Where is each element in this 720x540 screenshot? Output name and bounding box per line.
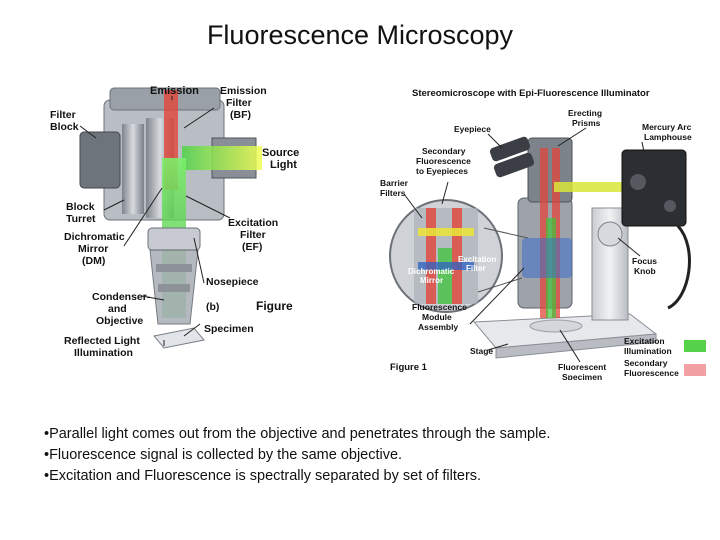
label-stage: Stage: [470, 346, 493, 356]
specimen-slide: [154, 328, 204, 348]
bullet-item: •Fluorescence signal is collected by the…: [44, 445, 704, 466]
label-eyepiece: Eyepiece: [454, 124, 491, 134]
filter-block-shape: [80, 132, 120, 188]
bullet-list: •Parallel light comes out from the objec…: [44, 424, 704, 487]
figure-caption: Figure 1: [390, 362, 428, 373]
stereomicroscope-figure: Stereomicroscope with Epi-Fluorescence I…: [378, 78, 710, 380]
stereomicroscope-illustration: Stereomicroscope with Epi-Fluorescence I…: [378, 78, 710, 380]
fluorescence-module: [522, 238, 572, 278]
slide-title: Fluorescence Microscopy: [0, 20, 720, 51]
bullet-item: •Excitation and Fluorescence is spectral…: [44, 466, 704, 487]
label-panel: (b): [206, 301, 219, 313]
legend-swatch-excitation: [684, 340, 706, 352]
bullet-item: •Parallel light comes out from the objec…: [44, 424, 704, 445]
legend-swatch-secondary: [684, 364, 706, 376]
label-figure-word: Figure: [256, 299, 293, 313]
label-emission: Emission: [150, 85, 199, 97]
right-figure-title: Stereomicroscope with Epi-Fluorescence I…: [412, 88, 650, 99]
source-light-beam: [182, 146, 262, 170]
label-nosepiece: Nosepiece: [206, 276, 259, 288]
label-specimen: Specimen: [204, 323, 254, 335]
